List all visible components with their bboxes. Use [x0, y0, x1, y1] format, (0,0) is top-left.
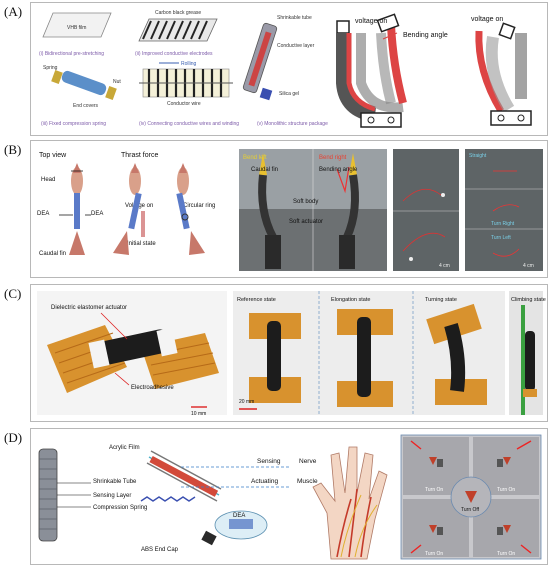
- silica-label: Silica gel: [279, 91, 299, 97]
- sensing-actuating: Sensing Actuating Nerve Muscle: [181, 458, 318, 488]
- panel-a-figure: VHB film (i) Bidirectional pre-stretchin…: [39, 10, 532, 128]
- step-spring: Spring Nut End covers (iii) Fixed compre…: [41, 65, 121, 127]
- conductive-layer-label: Conductive layer: [277, 43, 315, 49]
- turn-off-label: Turn Off: [461, 507, 480, 513]
- actuator-cylinder: Shrinkable Tube Sensing Layer Compressio…: [38, 448, 147, 542]
- nut-label: Nut: [113, 79, 121, 85]
- bend-left-label: Bend left: [243, 155, 267, 161]
- step-package: Shrinkable tube Conductive layer Silica …: [242, 15, 328, 127]
- shrink-label: Shrinkable tube: [277, 15, 312, 21]
- step-5-caption: (v) Monolithic structure package: [257, 121, 328, 127]
- climbing-label: Climbing state: [511, 297, 546, 303]
- caudal-fin-label: Caudal fin: [39, 251, 66, 257]
- turn-right-label: Turn Right: [491, 221, 515, 227]
- swim-tank-photo: [393, 149, 459, 271]
- panel-a: VHB film (i) Bidirectional pre-stretchin…: [30, 2, 548, 136]
- end-covers-label: End covers: [73, 103, 99, 109]
- state-photos: Reference state Elongation state Turning…: [233, 291, 505, 415]
- scale-20-label: 20 mm: [239, 399, 254, 405]
- step-prestretching: VHB film (i) Bidirectional pre-stretchin…: [39, 12, 112, 57]
- electroadhesive-label: Electroadhesive: [131, 385, 174, 391]
- turning-label: Turning state: [425, 297, 457, 303]
- panel-b: Top view Thrast force Head DEA DEA Volta…: [30, 140, 548, 278]
- bending-angle-label: Bending angle: [403, 32, 448, 39]
- compression-spring-label: Compression Spring: [93, 505, 147, 511]
- soft-body-label: Soft body: [293, 199, 318, 205]
- dea-c-label: Dielectric elastomer actuator: [51, 305, 127, 311]
- panel-c-figure: Dielectric elastomer actuator Electroadh…: [37, 291, 546, 417]
- caudal-fin-2-label: Caudal fin: [251, 167, 278, 173]
- voltage-on-label-1: voltage on: [355, 18, 387, 25]
- scale-b2-label: 4 cm: [523, 263, 534, 269]
- bending-angle-b-label: Bending angle: [319, 167, 358, 173]
- carbon-label: Carbon black grease: [155, 10, 201, 16]
- panel-c-label: (C): [4, 286, 22, 301]
- thrust-label: Thrast force: [121, 152, 158, 159]
- turn-on-2-label: Turn On: [497, 487, 515, 493]
- panel-d: Shrinkable Tube Sensing Layer Compressio…: [30, 428, 548, 565]
- bending-schematic: voltage on Bending angle voltage on: [336, 13, 532, 128]
- step-1-caption: (i) Bidirectional pre-stretching: [39, 51, 104, 57]
- panel-d-label: (D): [4, 430, 23, 445]
- exploded-view: Acrylic Film ABS End Cap DEA: [109, 445, 268, 553]
- panel-b-figure: Top view Thrast force Head DEA DEA Volta…: [37, 149, 543, 271]
- panel-b-label: (B): [4, 142, 22, 157]
- fish-left: [258, 153, 281, 269]
- fish-schematic: Top view Thrast force Head DEA DEA Volta…: [37, 152, 215, 257]
- shrinkable-label: Shrinkable Tube: [93, 479, 137, 485]
- step-winding: Rolling Conductor wire (iv) Connecting c…: [139, 61, 239, 127]
- turn-left-label: Turn Left: [491, 235, 511, 241]
- hand-illustration: [312, 446, 388, 560]
- bend-right-label: Bend right: [319, 155, 347, 161]
- conductor-label: Conductor wire: [167, 101, 201, 107]
- initial-state-label: Initial state: [127, 241, 156, 247]
- step-2-caption: (ii) Improved conductive electrodes: [135, 51, 213, 57]
- panel-c: Dielectric elastomer actuator Electroadh…: [30, 284, 548, 422]
- dea-right-label: DEA: [91, 211, 103, 217]
- dea-left-label: DEA: [37, 211, 49, 217]
- head-label: Head: [41, 177, 55, 183]
- reference-label: Reference state: [237, 297, 276, 303]
- top-view-label: Top view: [39, 152, 67, 159]
- step-electrodes: Carbon black grease (ii) Improved conduc…: [135, 10, 218, 57]
- scale-b1-label: 4 cm: [439, 263, 450, 269]
- turn-on-1-label: Turn On: [425, 487, 443, 493]
- panel-d-figure: Shrinkable Tube Sensing Layer Compressio…: [38, 434, 542, 560]
- acrylic-label: Acrylic Film: [109, 445, 140, 451]
- actuator-body: [97, 329, 171, 365]
- rolling-label: Rolling: [181, 61, 197, 67]
- actuating-label: Actuating: [251, 478, 278, 485]
- turn-photo-grid: Turn On Turn On Turn On Turn On Turn Off: [400, 434, 542, 560]
- step-3-caption: (iii) Fixed compression spring: [41, 121, 106, 127]
- scale-10-label: 10 mm: [191, 411, 206, 417]
- panel-a-label: (A): [4, 4, 23, 19]
- abs-cap-label: ABS End Cap: [141, 547, 179, 553]
- circular-ring-label: Circular ring: [183, 203, 215, 209]
- elongation-label: Elongation state: [331, 297, 370, 303]
- sensing-layer-label: Sensing Layer: [93, 493, 131, 499]
- turn-sequence-photo: [465, 149, 543, 271]
- nerve-label: Nerve: [299, 458, 317, 465]
- turn-on-3-label: Turn On: [425, 551, 443, 557]
- muscle-label: Muscle: [297, 478, 318, 485]
- fish-right: [336, 153, 359, 269]
- spring-label: Spring: [43, 65, 58, 71]
- dea-d-label: DEA: [233, 513, 245, 519]
- turn-on-4-label: Turn On: [497, 551, 515, 557]
- voltage-on-label-2: voltage on: [471, 16, 503, 23]
- sensing-label: Sensing: [257, 458, 281, 465]
- soft-actuator-label: Soft actuator: [289, 219, 323, 225]
- step-4-caption: (iv) Connecting conductive wires and win…: [139, 121, 239, 127]
- straight-label: Straight: [469, 153, 487, 159]
- vhb-label: VHB film: [67, 25, 86, 31]
- voltage-on-b-label: Voltage on: [125, 203, 153, 209]
